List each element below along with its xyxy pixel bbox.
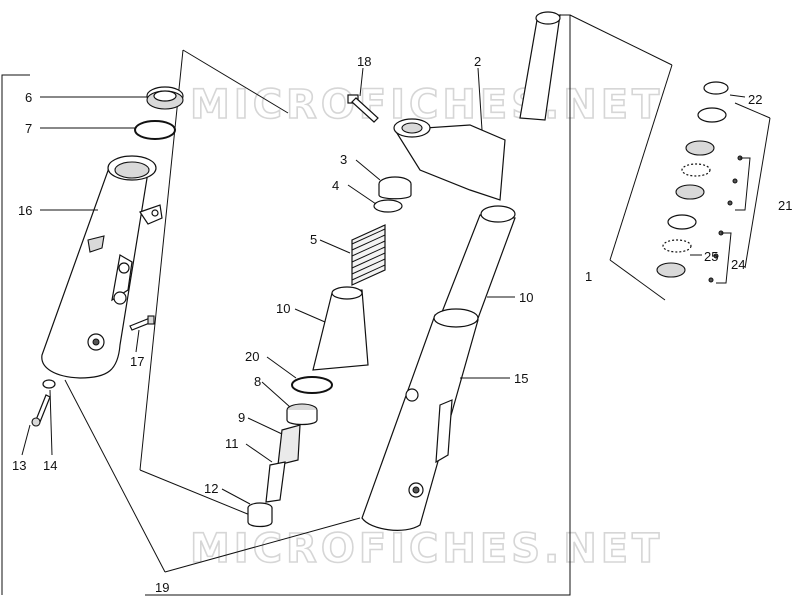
screw-17: [129, 315, 155, 331]
label-11: 11: [225, 436, 239, 451]
label-25: 25: [704, 249, 718, 264]
label-15: 15: [514, 371, 528, 386]
label-1: 1: [585, 269, 592, 284]
damper-8: [286, 403, 318, 426]
group-bracket-19: [1, 49, 361, 595]
label-12: 12: [204, 481, 218, 496]
group-bracket-21: [609, 64, 771, 301]
bolt-13: [31, 394, 51, 427]
label-3: 3: [340, 152, 347, 167]
spring-9: [277, 424, 301, 466]
fork-outer-tube-left: [41, 155, 163, 379]
label-2: 2: [474, 54, 481, 69]
bushing-12: [247, 502, 273, 528]
watermark-bottom: MICROFICHES.NET: [190, 526, 663, 572]
watermark-top: MICROFICHES.NET: [190, 82, 663, 128]
label-14: 14: [43, 458, 57, 473]
ring-20: [291, 376, 333, 394]
label-6: 6: [25, 90, 32, 105]
rod-11: [265, 461, 286, 503]
bolt-18: [347, 94, 379, 123]
bushing-4: [373, 199, 403, 213]
callout-labels: 6 7 16 18 2 3 4 5 10 10 20 8 9 11 12 15 …: [12, 54, 792, 595]
label-9: 9: [238, 410, 245, 425]
label-21: 21: [778, 198, 792, 213]
label-24: 24: [731, 257, 745, 272]
label-5: 5: [310, 232, 317, 247]
spring-5: [351, 224, 386, 286]
fork-outer-tube-right: [361, 308, 479, 531]
label-4: 4: [332, 178, 339, 193]
label-20: 20: [245, 349, 259, 364]
leader-lines: [21, 67, 746, 505]
circlip-7: [134, 120, 176, 140]
label-17: 17: [130, 354, 144, 369]
label-13: 13: [12, 458, 26, 473]
cap-3: [378, 176, 412, 200]
bearing-stack: [656, 81, 751, 284]
label-16: 16: [18, 203, 32, 218]
label-18: 18: [357, 54, 371, 69]
label-8: 8: [254, 374, 261, 389]
seal-ring-6: [146, 86, 184, 110]
label-19: 19: [155, 580, 169, 595]
steering-stem-2: [393, 11, 561, 201]
tube-10-inner: [312, 286, 369, 371]
label-22: 22: [748, 92, 762, 107]
washer-14: [42, 379, 56, 389]
label-10-right: 10: [519, 290, 533, 305]
group-bracket-1: [145, 14, 673, 596]
label-10-left: 10: [276, 301, 290, 316]
label-7: 7: [25, 121, 32, 136]
